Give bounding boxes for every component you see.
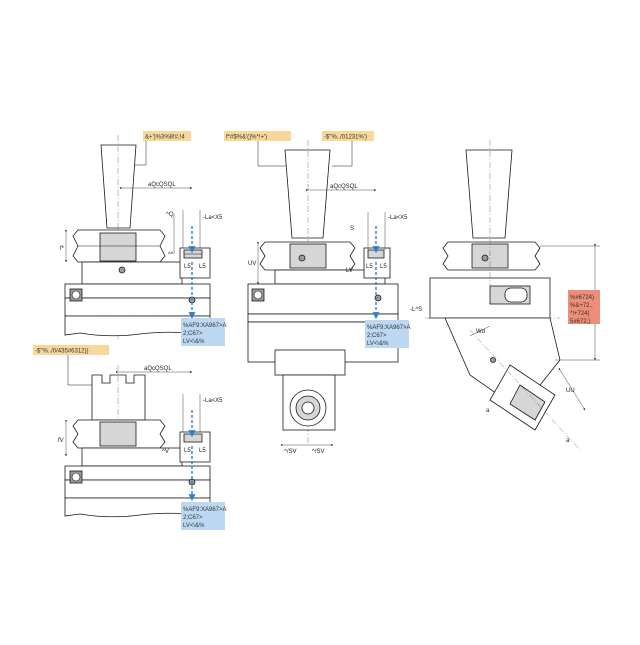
info-box-left-bottom xyxy=(181,502,225,530)
info-box-center xyxy=(365,320,409,348)
dim-q: ^Q xyxy=(166,212,174,218)
dim-ls-1: L5 xyxy=(184,264,191,270)
dim-bottom-1: ^/SV xyxy=(284,449,297,455)
dim-offset: aQcQSQL xyxy=(148,182,176,188)
dim-ls-2: L5 xyxy=(199,264,206,270)
tag-left-bottom: -$"%../0/435#6312)) xyxy=(35,349,89,355)
svg-text:LV<\&%: LV<\&% xyxy=(183,523,205,529)
machine-table xyxy=(247,283,399,315)
screw xyxy=(118,266,126,274)
dim-ls-2: L5 xyxy=(199,448,206,454)
view-right: -L^S Wd UU a a %#6724) %&+72., *!+724) 5… xyxy=(410,140,600,451)
spindle-housing xyxy=(274,349,346,376)
flange-hub xyxy=(99,232,137,262)
retention-head xyxy=(91,374,146,421)
svg-text:%&+72.,: %&+72., xyxy=(570,303,593,309)
view-left-bottom: -$"%../0/435#6312)) aQcQSQL -La<X5 fV ^V… xyxy=(33,345,227,530)
svg-text:%AF9:XA967>A: %AF9:XA967>A xyxy=(183,507,227,513)
dim-la: -La<X5 xyxy=(203,398,223,404)
machine-table xyxy=(64,283,211,299)
svg-text:%#6724): %#6724) xyxy=(570,295,594,301)
svg-text:2;C67>: 2;C67> xyxy=(367,333,387,339)
dim-fv: fV xyxy=(58,438,64,444)
dim-uv: UV xyxy=(248,261,256,267)
svg-text:2;C67>: 2;C67> xyxy=(183,331,203,337)
tag-center-2: -$"%../01231%') xyxy=(324,135,367,141)
dim-a-1: a xyxy=(486,408,490,414)
view-left-top: &+')%3%8!#,!4 aQcQSQL ^Q -La<X5 xyxy=(60,131,227,346)
dim-r: ^* xyxy=(168,252,174,258)
dim-offset: aQcQSQL xyxy=(144,366,172,372)
dim-la: -La<X5 xyxy=(388,215,408,221)
taper-shank xyxy=(465,149,513,239)
tag-left-top-box xyxy=(143,131,191,141)
view-center: f*#$%&'()%*!+') -$"%../01231%') aQcQSQL … xyxy=(224,131,411,455)
tag-left-top: &+')%3%8!#,!4 xyxy=(145,135,185,141)
dim-las: -L^S xyxy=(410,307,422,313)
tag-center-1-box xyxy=(224,131,291,141)
svg-text:%AF9:XA967>A: %AF9:XA967>A xyxy=(367,325,411,331)
dim-bottom-2: ^/SV xyxy=(312,449,325,455)
dim-ls-2: L5 xyxy=(380,264,387,270)
dim-s: S xyxy=(350,226,354,232)
holder-body xyxy=(81,261,183,285)
info-box-left-top xyxy=(181,318,225,346)
dim-offset: aQcQSQL xyxy=(330,184,358,190)
svg-text:LV<\&%: LV<\&% xyxy=(183,339,205,345)
taper-shank xyxy=(284,149,331,239)
dim-v: ^V xyxy=(162,449,169,455)
tag-left-bottom-box xyxy=(33,345,109,355)
taper-shank xyxy=(100,144,137,229)
tag-center-2-box xyxy=(322,131,374,141)
dim-f: f* xyxy=(60,246,65,252)
info-box-right xyxy=(568,290,600,324)
dim-ls: L5 xyxy=(184,448,191,454)
machine-table xyxy=(64,465,211,481)
svg-text:2;C67>: 2;C67> xyxy=(183,515,203,521)
dim-wd: Wd xyxy=(476,329,485,335)
svg-text:%AF9:XA967>A: %AF9:XA967>A xyxy=(183,323,227,329)
svg-text:LV<\&%: LV<\&% xyxy=(367,341,389,347)
dim-lv: LV xyxy=(346,268,353,274)
svg-text:*!+724): *!+724) xyxy=(570,311,590,317)
svg-text:5#672,): 5#672,) xyxy=(570,319,590,325)
dim-a-2: a xyxy=(566,438,570,444)
tag-center-1: f*#$%&'()%*!+') xyxy=(226,135,267,141)
dim-uu: UU xyxy=(566,388,575,394)
dim-ls: L5 xyxy=(366,264,373,270)
dim-la: -La<X5 xyxy=(203,215,223,221)
